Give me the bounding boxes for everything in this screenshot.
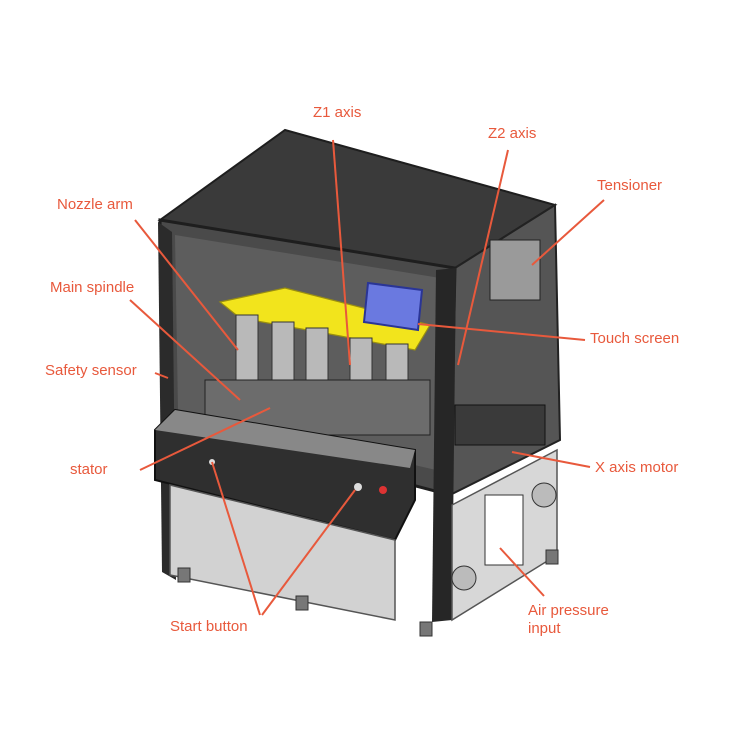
- label-nozzle-arm: Nozzle arm: [57, 196, 133, 213]
- leader-air-pressure: [499, 547, 545, 597]
- fan-vent: [531, 482, 557, 508]
- front-pillar: [432, 268, 456, 622]
- label-safety-sensor: Safety sensor: [45, 362, 137, 379]
- leader-safety-sensor: [154, 372, 169, 379]
- leader-lines: [129, 139, 605, 616]
- label-tensioner: Tensioner: [597, 177, 663, 194]
- label-z1-axis: Z1 axis: [313, 104, 362, 121]
- leader-main-spindle: [129, 299, 241, 401]
- foot: [295, 595, 309, 611]
- spindle-column: [235, 314, 259, 391]
- leader-tensioner: [531, 199, 605, 266]
- front-desk-top: [155, 410, 415, 468]
- fan-vent: [451, 565, 477, 591]
- emergency-stop: [379, 486, 387, 494]
- x-axis-rail: [454, 404, 546, 446]
- label-stator: stator: [70, 461, 108, 478]
- label-air-pressure-input: Air pressure input: [528, 602, 609, 637]
- leader-start-button-left: [211, 461, 261, 616]
- leader-nozzle-arm: [134, 219, 239, 351]
- tensioner-block: [489, 239, 541, 301]
- leader-x-axis-motor: [511, 451, 591, 468]
- label-main-spindle: Main spindle: [50, 279, 135, 296]
- lower-cabinet-front: [169, 484, 396, 621]
- foot: [545, 549, 559, 565]
- label-z2-axis: Z2 axis: [488, 125, 537, 142]
- start-button-knob: [354, 483, 362, 491]
- foot: [177, 567, 191, 583]
- leader-z1-axis: [332, 139, 351, 366]
- feet: [177, 549, 559, 637]
- label-start-button: Start button: [170, 618, 248, 635]
- label-x-axis-motor: X axis motor: [595, 459, 679, 476]
- leader-touch-screen: [417, 323, 586, 341]
- foot: [419, 621, 433, 637]
- leader-stator: [139, 407, 271, 471]
- label-touch-screen: Touch screen: [590, 330, 680, 347]
- leader-start-button-right: [261, 489, 356, 616]
- air-input-panel: [484, 494, 524, 566]
- touch-screen-panel: [362, 281, 424, 332]
